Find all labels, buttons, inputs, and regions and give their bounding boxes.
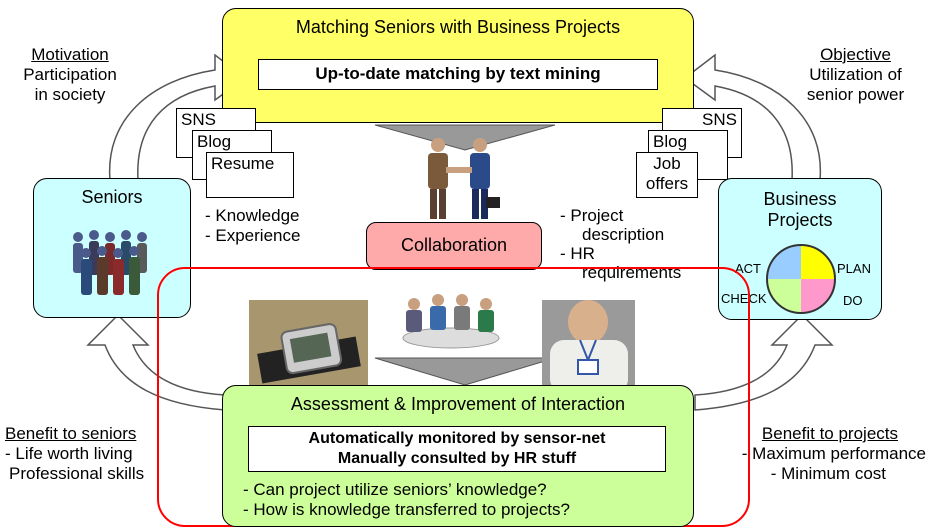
motivation-heading: Motivation [31, 45, 109, 64]
benefit-seniors-block: Benefit to seniors - Life worth living P… [5, 424, 144, 484]
projects-item-project: - Project [560, 206, 624, 225]
arrow-down-bottom [374, 357, 556, 386]
assessment-inner-line2: Manually consulted by HR stuff [337, 450, 577, 467]
projects-item-hr: - HR [560, 244, 595, 263]
motivation-line2: in society [34, 85, 106, 104]
projects-label: Business Projects [719, 189, 881, 231]
seniors-item-experience: - Experience [205, 226, 301, 245]
objective-heading: Objective [820, 45, 891, 64]
doc-resume: Resume [206, 152, 294, 198]
benefit-projects-line2: - Minimum cost [770, 464, 886, 483]
projects-box: Business Projects ACT PLAN CHECK DO [718, 178, 882, 320]
sensor-watch-photo [249, 300, 368, 393]
assessment-questions: - Can project utilize seniors’ knowledge… [243, 480, 570, 520]
benefit-projects-block: Benefit to projects - Maximum performanc… [696, 424, 926, 484]
worker-badge-photo [542, 300, 635, 393]
pdca-cycle-diagram [766, 244, 836, 314]
projects-label-line2: Projects [767, 210, 833, 230]
projects-label-line1: Business [763, 189, 837, 209]
assessment-question-1: - Can project utilize seniors’ knowledge… [243, 480, 547, 499]
doc-job-line1: Job [653, 154, 681, 173]
assessment-inner-line1: Automatically monitored by sensor-net [308, 430, 606, 447]
benefit-seniors-heading: Benefit to seniors [5, 424, 137, 443]
benefit-projects-line1: - Maximum performance [741, 444, 926, 463]
collaboration-label: Collaboration [400, 235, 508, 255]
assessment-title: Assessment & Improvement of Interaction [290, 394, 626, 414]
seniors-label: Seniors [81, 187, 143, 207]
collaboration-box: Collaboration [366, 222, 542, 270]
pdca-act: ACT [735, 261, 761, 276]
motivation-line1: Participation [23, 65, 117, 84]
seniors-item-knowledge: - Knowledge [205, 206, 300, 225]
matching-inner-text: Up-to-date matching by text mining [315, 64, 601, 83]
objective-block: Objective Utilization of senior power [782, 45, 929, 105]
meeting-icon [402, 294, 500, 349]
matching-title: Matching Seniors with Business Projects [295, 17, 621, 37]
motivation-block: Motivation Participation in society [0, 45, 140, 105]
handshake-icon [428, 138, 500, 219]
objective-line2: senior power [806, 85, 905, 104]
arrow-bottom-right [694, 313, 834, 411]
objective-line1: Utilization of [809, 65, 902, 84]
benefit-projects-heading: Benefit to projects [761, 424, 898, 443]
matching-box: Matching Seniors with Business Projects … [222, 8, 694, 123]
pdca-plan: PLAN [837, 261, 871, 276]
arrow-down-top [374, 124, 556, 151]
benefit-seniors-line2: Professional skills [9, 464, 145, 483]
assessment-question-2: - How is knowledge transferred to projec… [243, 500, 570, 519]
benefit-seniors-line1: - Life worth living [5, 444, 133, 463]
projects-item-description: description [582, 225, 665, 244]
arrow-bottom-left [86, 313, 226, 411]
seniors-people-icon [73, 230, 147, 295]
pdca-do: DO [843, 293, 863, 308]
assessment-inner-box: Automatically monitored by sensor-net Ma… [248, 426, 666, 472]
doc-job-line2: offers [645, 174, 689, 193]
assessment-box: Assessment & Improvement of Interaction … [222, 385, 694, 527]
projects-items: - Project description - HR requirements [560, 206, 681, 282]
matching-inner-box: Up-to-date matching by text mining [258, 59, 658, 90]
seniors-items: - Knowledge - Experience [205, 206, 300, 246]
doc-job-offers: Job offers [636, 152, 698, 198]
